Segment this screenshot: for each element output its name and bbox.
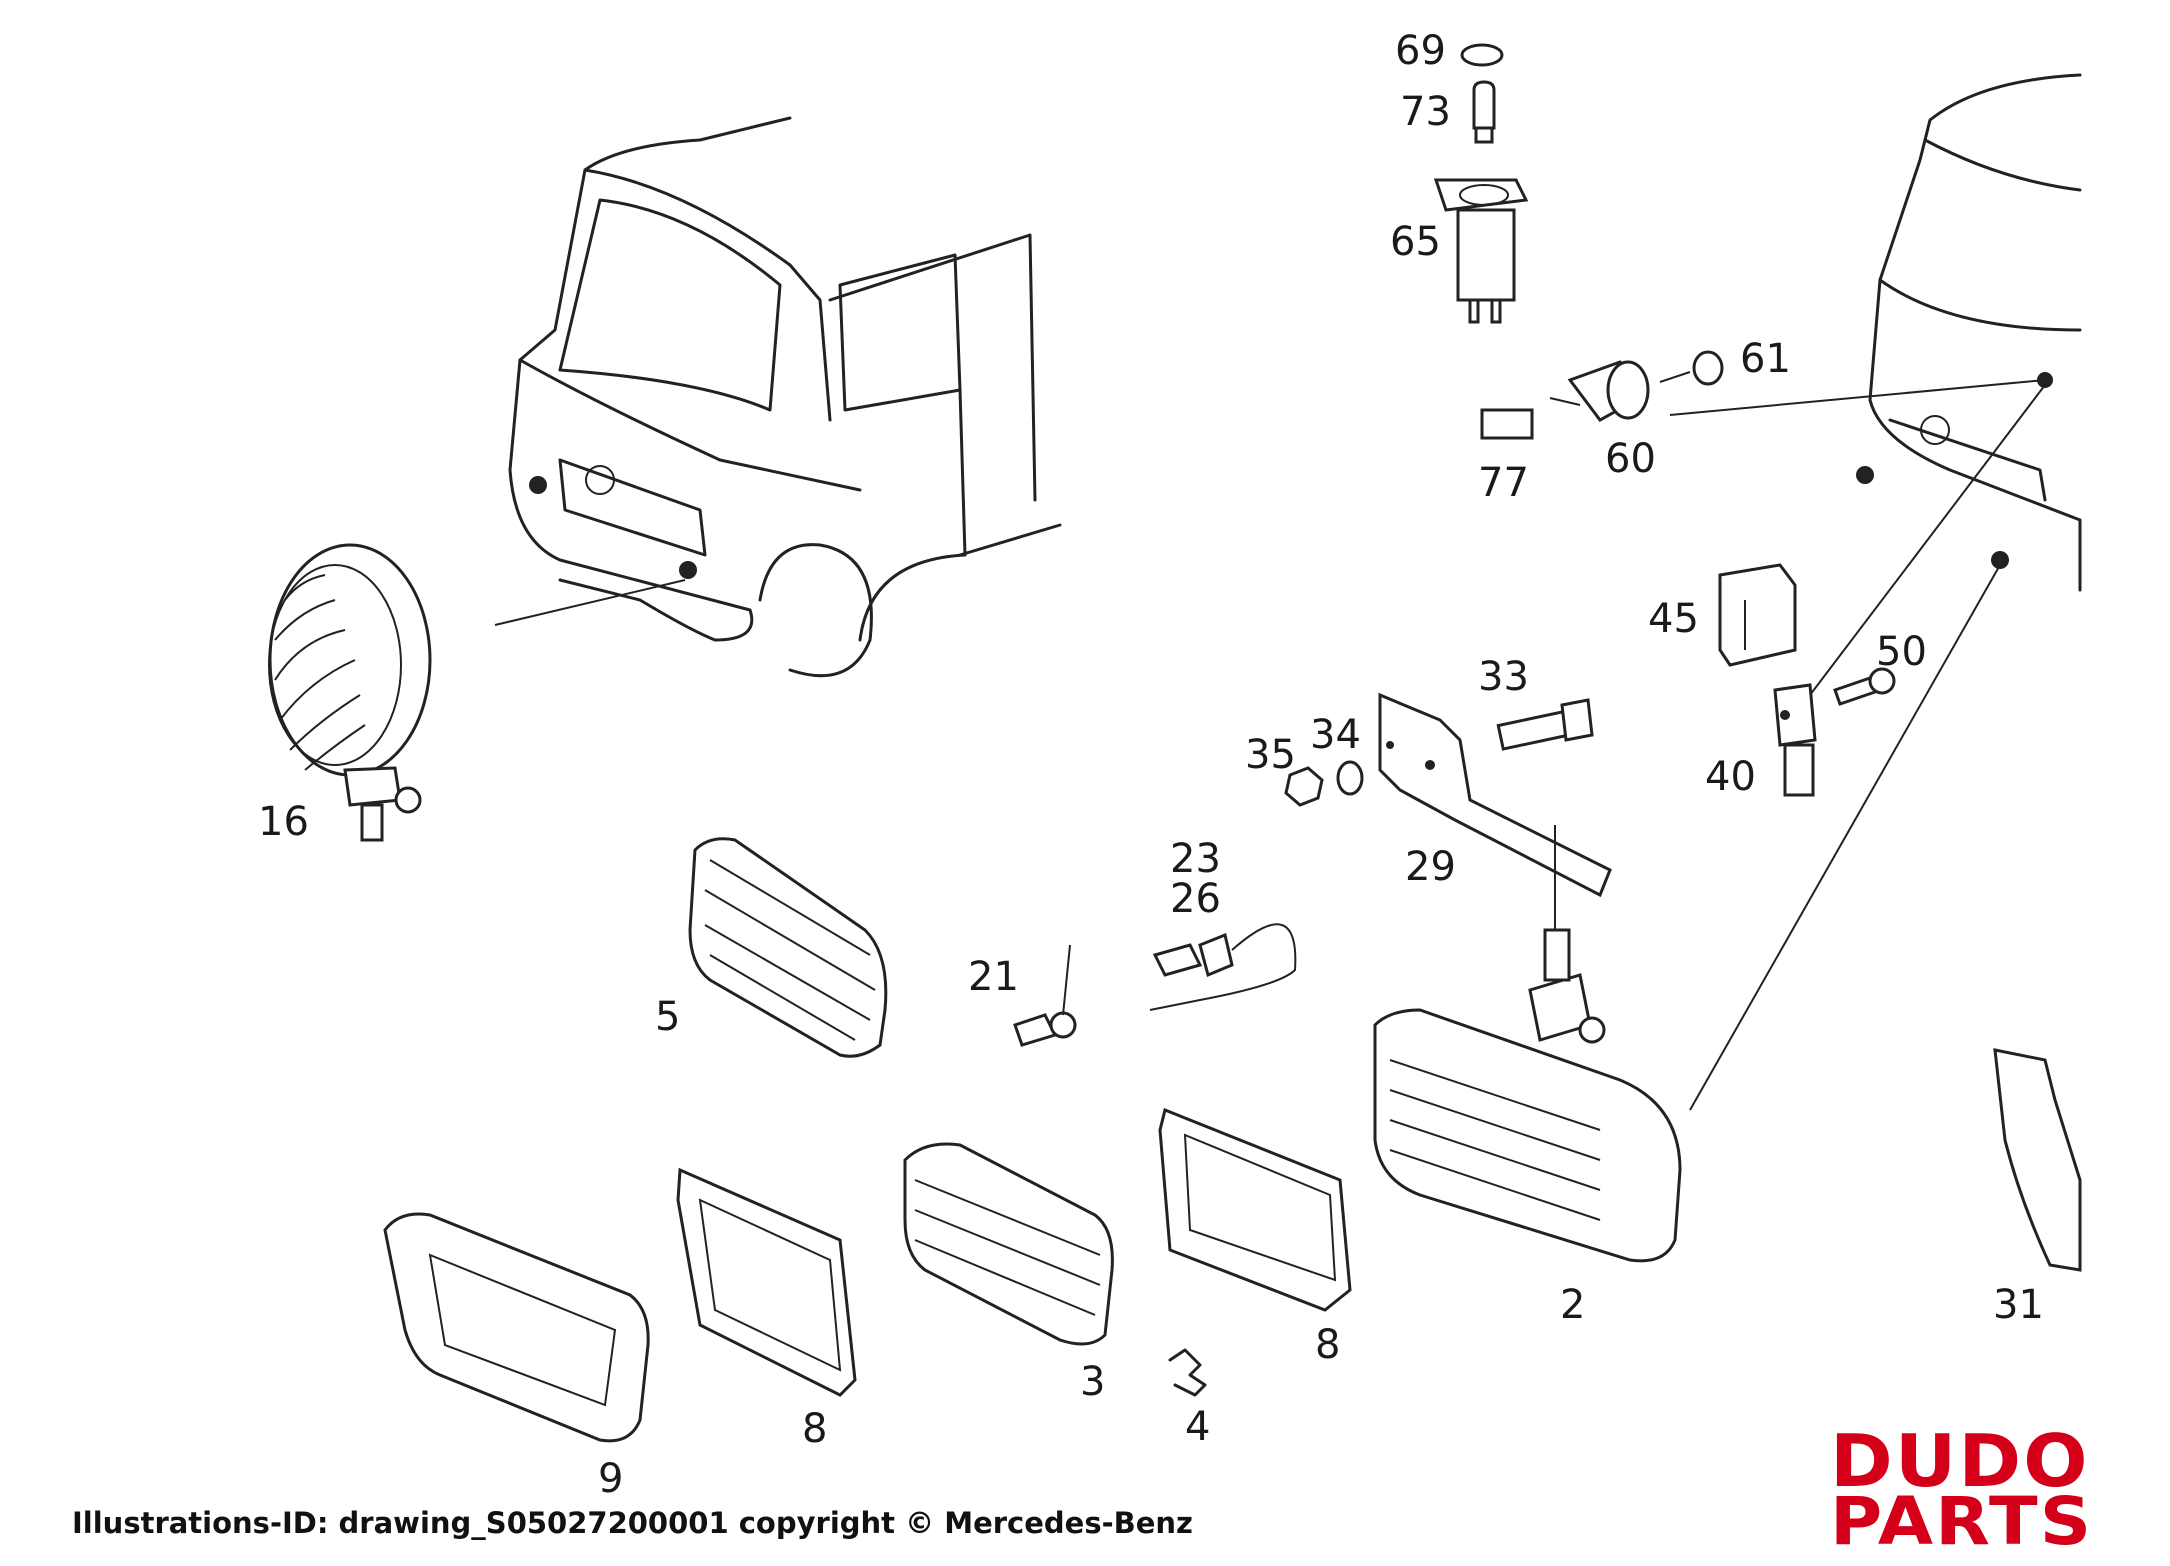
part-label-40: 40 [1705, 754, 1756, 800]
truck-illustration-right [1669, 73, 2082, 1111]
part-label-31: 31 [1993, 1282, 2044, 1328]
truck-illustration-left [494, 116, 1062, 678]
nut-35 [1284, 766, 1324, 807]
part-label-2: 2 [1560, 1282, 1585, 1328]
dudo-parts-logo: DUDO PARTS [1830, 1425, 2120, 1555]
part-label-16: 16 [258, 799, 309, 845]
part-label-69: 69 [1395, 28, 1446, 74]
part-label-45: 45 [1648, 596, 1699, 642]
bracket-29 [1378, 692, 1612, 935]
part-label-77: 77 [1478, 460, 1529, 506]
bulb-21 [1013, 944, 1077, 1047]
grommet-69 [1460, 43, 1504, 67]
part-label-9: 9 [598, 1456, 623, 1502]
part-label-35: 35 [1245, 732, 1296, 778]
clip-4 [1168, 1348, 1207, 1397]
bulb-23-26 [1149, 923, 1297, 1011]
fog-lamp-2 [1373, 928, 1682, 1263]
part-label-33: 33 [1478, 654, 1529, 700]
part-label-73: 73 [1400, 89, 1451, 135]
lens-5 [688, 837, 888, 1058]
connector-77 [1480, 408, 1534, 440]
bracket-31 [1993, 1048, 2082, 1272]
logo-line-2: PARTS [1830, 1483, 2094, 1560]
logo-line-1: DUDO [1830, 1419, 2090, 1503]
part-label-65: 65 [1390, 219, 1441, 265]
part-label-4: 4 [1185, 1404, 1210, 1450]
part-label-21: 21 [968, 954, 1019, 1000]
gasket-8-right [1158, 1107, 1352, 1312]
part-label-5: 5 [655, 994, 680, 1040]
screw-50 [1833, 667, 1896, 706]
part-label-60: 60 [1605, 436, 1656, 482]
insert-3 [903, 1142, 1114, 1346]
part-label-50: 50 [1876, 629, 1927, 675]
relay-45 [1718, 563, 1797, 667]
part-label-29: 29 [1405, 844, 1456, 890]
part-label-34: 34 [1310, 712, 1361, 758]
part-label-8-left: 8 [802, 1406, 827, 1452]
holder-40 [1773, 683, 1817, 797]
part-label-23: 23 [1170, 836, 1221, 882]
part-label-3: 3 [1080, 1359, 1105, 1405]
part-label-8-right: 8 [1315, 1322, 1340, 1368]
washer-34 [1336, 760, 1364, 796]
bezel-9 [383, 1212, 650, 1443]
cap-61 [1692, 350, 1724, 386]
illustration-id-footer: Illustrations-ID: drawing_S05027200001 c… [72, 1506, 1193, 1540]
socket-65 [1433, 178, 1529, 324]
bulb-73 [1472, 80, 1496, 144]
gasket-8-left [676, 1167, 857, 1397]
bolt-33 [1496, 698, 1594, 751]
part-label-61: 61 [1740, 336, 1791, 382]
round-lamp-16 [268, 543, 432, 842]
part-label-26: 26 [1170, 876, 1221, 922]
switch-60 [1549, 360, 1650, 422]
